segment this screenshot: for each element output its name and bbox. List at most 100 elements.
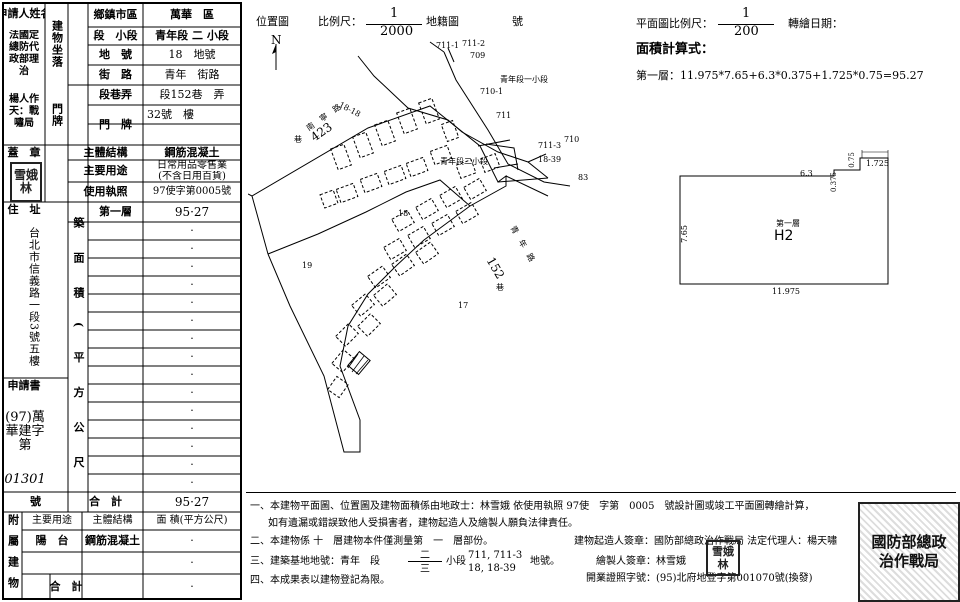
- official-stamp-text: 國防部總政治作戰局: [871, 533, 947, 570]
- map-label-83: 83: [578, 173, 589, 182]
- drafter-seal: 雪娥林: [706, 540, 740, 576]
- target-building-hatch: [348, 352, 370, 375]
- building-code: H2: [774, 228, 794, 244]
- north-label: N: [271, 33, 282, 47]
- area-label: 建築面積(平方公尺): [72, 210, 85, 492]
- left-info-table: 申請人姓名 法國定總防代政部理治 楊人作天：戰嘯局 建物坐落 門牌 鄉鎮市區 萬…: [0, 0, 245, 602]
- note-3a: 三、建築基地地號：青年 段: [250, 556, 380, 567]
- annex-struct-label: 主體結構: [92, 515, 133, 526]
- annex-area-row-2: ·: [190, 556, 194, 569]
- map-label-709: 709: [470, 51, 486, 60]
- address-label: 建物坐落: [50, 20, 64, 68]
- note-3b: 小段: [446, 556, 466, 567]
- total-value: 95·27: [174, 495, 210, 509]
- location-map-drawing: [248, 36, 608, 488]
- location-map-title: 位置圖: [256, 15, 289, 28]
- note-3-section-bar: [408, 561, 442, 562]
- annex-area-row-1: ·: [190, 534, 194, 547]
- applicant-seal: 雪娥林: [10, 162, 42, 202]
- map-label-section-2: 青年段二小段: [440, 157, 488, 166]
- annex-use-label: 主要用途: [32, 515, 72, 526]
- note-1b: 如有遺漏或錯誤致他人受損害者，建物起造人及繪製人願負法律責任。: [268, 518, 578, 529]
- note-3-lots-bottom: 18, 18-39: [468, 563, 516, 574]
- residence-label: 住 址: [7, 203, 41, 216]
- note-1a: 一、本建物平面圖、位置圖及建物面積係由地政士：林雪娥 依使用執照 97使 字第 …: [250, 501, 815, 512]
- street-label: 街 路: [99, 68, 132, 81]
- cadastral-label: 地籍圖: [426, 15, 459, 28]
- usage-value-2: (不含日用百貨): [158, 171, 226, 182]
- floor-plan-scale-bar: [718, 24, 774, 25]
- map-label-section-1: 青年段一小段: [500, 75, 548, 84]
- landno-value: 18 地號: [168, 48, 216, 61]
- table-grid: [0, 0, 245, 602]
- notes-divider: [246, 492, 956, 493]
- township-value: 萬華 區: [170, 8, 214, 21]
- area-row-14: ·: [190, 458, 194, 471]
- section-label: 段 小段: [93, 29, 138, 42]
- area-calc-line: 第一層：11.975*7.65+6.3*0.375+1.725*0.75=95.…: [636, 69, 924, 82]
- location-scale-num: 1: [390, 6, 399, 21]
- dim-right-width: 1.725: [866, 159, 889, 168]
- lane-label: 段巷弄: [99, 88, 132, 101]
- map-label-711-2: 711-2: [462, 39, 486, 48]
- note-2a: 二、本建物係 十 層建物本件僅測量第 一 層部份。: [250, 536, 494, 547]
- area-row-11: ·: [190, 404, 194, 417]
- landno-label: 地 號: [99, 48, 132, 61]
- lane-value: 段152巷 弄: [159, 88, 225, 101]
- map-label-19: 19: [302, 261, 313, 270]
- map-label-road-lane: 巷: [496, 283, 504, 292]
- area-row-8: ·: [190, 350, 194, 363]
- floor-header: 第一層: [99, 205, 132, 218]
- area-row-7: ·: [190, 332, 194, 345]
- dim-notch: 0.375: [830, 171, 839, 193]
- dim-bottom: 11.975: [772, 287, 800, 296]
- map-label-711: 711: [496, 111, 512, 120]
- apply-no-value: (97)萬華建字第: [5, 410, 45, 453]
- annex-total-value: ·: [190, 579, 194, 593]
- transfer-date-label: 轉繪日期：: [788, 17, 843, 30]
- area-calc-title: 面積計算式：: [636, 42, 715, 57]
- annex-label: 附屬建物: [6, 514, 20, 598]
- map-label-17: 17: [458, 301, 469, 310]
- dim-top: 6.3: [800, 169, 813, 178]
- area-row-9: ·: [190, 368, 194, 381]
- dim-left: 7.65: [679, 225, 689, 243]
- dim-right-top: 0.75: [847, 152, 856, 168]
- usage-label: 主要用途: [83, 164, 128, 177]
- area-row-2: ·: [190, 242, 194, 255]
- location-scale-den: 2000: [380, 24, 414, 39]
- note-2b: 建物起造人簽章：國防部總政治作戰局 法定代理人：楊天嘯: [574, 536, 838, 547]
- map-label-711-3: 711-3: [538, 141, 562, 150]
- area-row-15: ·: [190, 476, 194, 489]
- apply-no-suffix: 號: [30, 495, 41, 508]
- north-arrow-icon: [272, 44, 286, 72]
- area-row-12: ·: [190, 422, 194, 435]
- location-scale-bar: [366, 24, 422, 25]
- applicant-name-2: 楊人作天：戰嘯局: [9, 94, 39, 129]
- permit-value: 97使字第0005號: [152, 186, 232, 197]
- annex-struct-value: 鋼筋混凝土: [85, 534, 140, 547]
- applicant-label: 申請人姓名: [3, 7, 45, 20]
- map-label-18-39: 18-39: [538, 155, 562, 164]
- area-row-5: ·: [190, 296, 194, 309]
- area-row-6: ·: [190, 314, 194, 327]
- annex-total-label: 合 計: [50, 579, 82, 593]
- area-row-3: ·: [190, 260, 194, 273]
- official-stamp: 國防部總政治作戰局: [858, 502, 960, 602]
- apply-no-handwritten: 01301: [5, 472, 45, 487]
- note-3-section-bottom: 三: [420, 564, 430, 575]
- drafter-signature: 繪製人簽章：林雪娥: [596, 556, 686, 567]
- street-value: 青年 街路: [164, 68, 220, 81]
- note-3-lots-top: 711, 711-3: [468, 550, 523, 561]
- note-4: 四、本成果表以建物登記為限。: [250, 575, 390, 586]
- apply-no-label: 申請書: [7, 379, 41, 392]
- applicant-name: 法國定總防代政部理治: [9, 30, 39, 77]
- floor-plan-scale-label: 平面圖比例尺：: [636, 17, 713, 30]
- structure-label: 主體結構: [83, 145, 128, 159]
- area-row-13: ·: [190, 440, 194, 453]
- number-label: 門 牌: [99, 118, 132, 131]
- section-value: 青年段 二 小段: [155, 29, 229, 42]
- annex-use-value: 陽 台: [35, 534, 69, 547]
- seal-label: 蓋 章: [7, 145, 41, 159]
- residence-value: 台北市信義路一段3號五樓: [27, 227, 41, 367]
